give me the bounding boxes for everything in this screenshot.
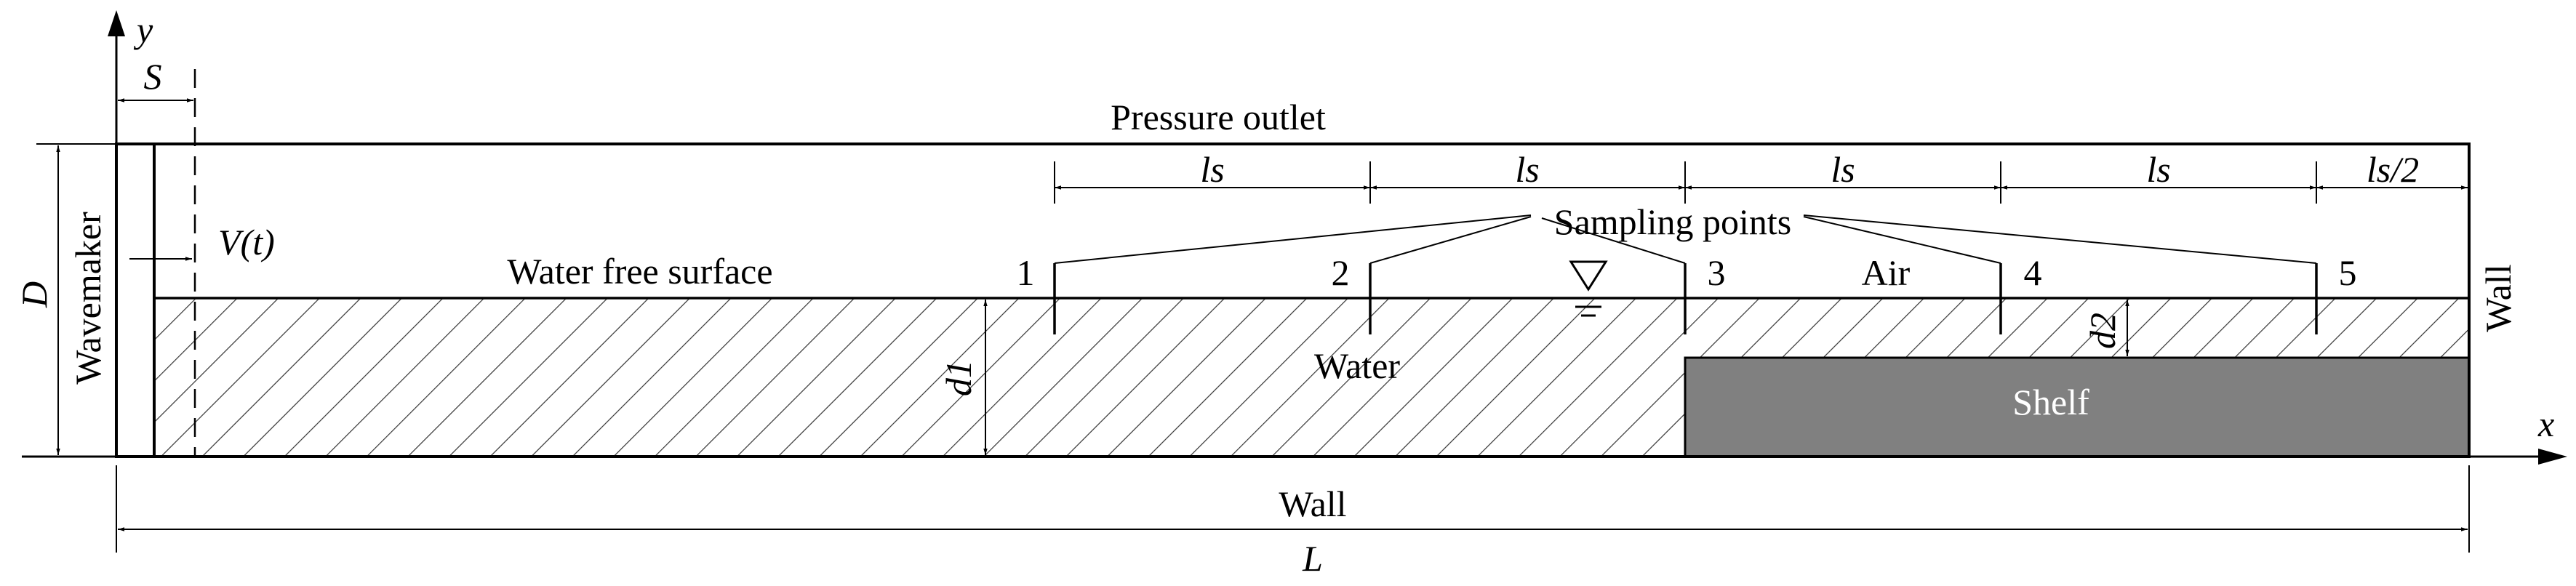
label-water: Water (1314, 345, 1400, 386)
sampling-point-number: 4 (2024, 252, 2042, 293)
label-shelf: Shelf (2012, 382, 2089, 422)
label-ls-half: ls/2 (2367, 149, 2419, 190)
label-ls-1: ls (1200, 149, 1224, 190)
sampling-point-number: 5 (2339, 252, 2357, 293)
y-axis-arrow-icon (108, 10, 125, 36)
label-ls-2: ls (1515, 149, 1539, 190)
shelf-block (1684, 356, 2471, 458)
label-water-free-surface: Water free surface (507, 251, 772, 292)
sampling-point-number: 1 (1017, 252, 1035, 293)
x-axis-arrow-icon (2538, 449, 2567, 465)
label-y-axis: y (133, 9, 153, 50)
label-air: Air (1862, 252, 1911, 293)
sampling-leaders (1054, 214, 2317, 264)
label-wall-bottom: Wall (1279, 483, 1346, 524)
label-d2: d2 (2082, 313, 2123, 349)
label-d-depth: D (14, 281, 55, 308)
sampling-point-number: 2 (1332, 252, 1350, 293)
label-sampling-points: Sampling points (1554, 201, 1791, 242)
label-pressure-outlet: Pressure outlet (1111, 97, 1326, 137)
label-wavemaker: Wavemaker (68, 212, 108, 385)
label-length: L (1302, 538, 1323, 579)
sampling-point-number: 3 (1708, 252, 1726, 293)
label-d1: d1 (938, 360, 979, 396)
label-s: S (144, 56, 162, 97)
water-level-symbol-icon (1569, 260, 1608, 317)
label-ls-3: ls (1831, 149, 1855, 190)
label-x-axis: x (2537, 404, 2554, 444)
label-wall-right: Wall (2478, 264, 2519, 332)
ls-dimension-group (1054, 161, 2469, 204)
label-velocity: V(t) (218, 222, 275, 262)
label-ls-4: ls (2146, 149, 2170, 190)
